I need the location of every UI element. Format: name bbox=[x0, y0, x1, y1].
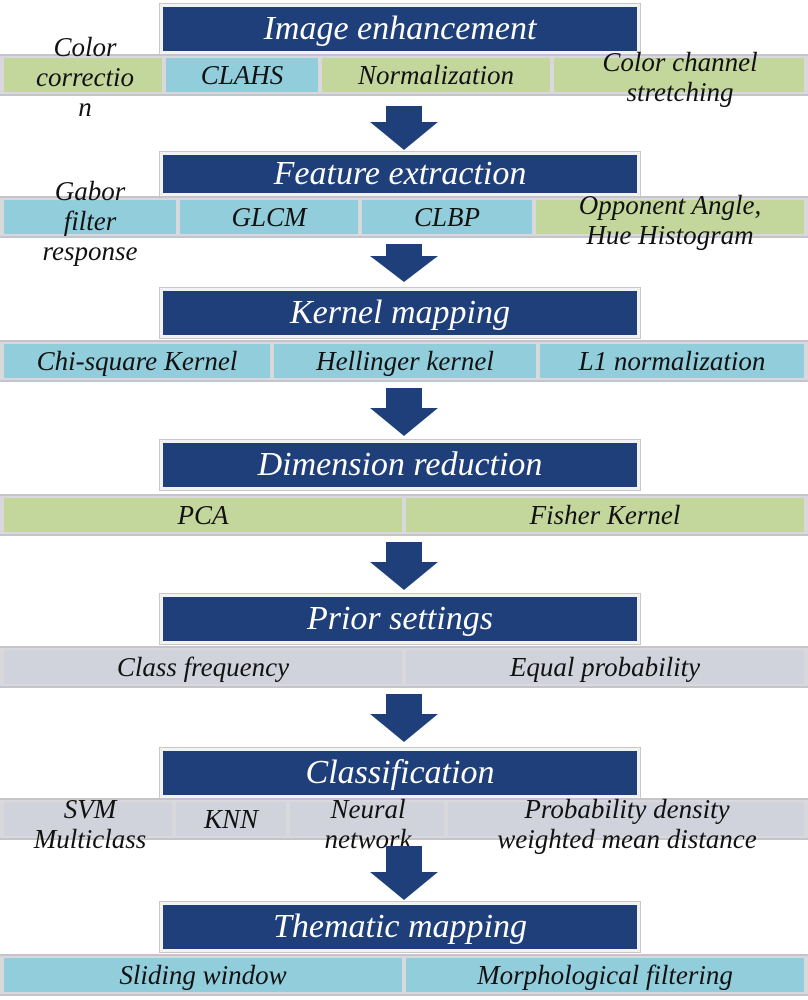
arrow-down-icon bbox=[370, 388, 438, 436]
stage-row-thematic-mapping: Sliding window Morphological filtering bbox=[0, 954, 808, 996]
stage-header-kernel-mapping: Kernel mapping bbox=[160, 288, 640, 338]
item-probability-density: Probability density weighted mean distan… bbox=[497, 794, 757, 854]
arrow-down-icon bbox=[370, 542, 438, 590]
stage-header-thematic-mapping: Thematic mapping bbox=[160, 902, 640, 952]
arrow-down-icon bbox=[370, 846, 438, 900]
stage-row-prior-settings: Class frequency Equal probability bbox=[0, 646, 808, 688]
stage-row-dimension-reduction: PCA Fisher Kernel bbox=[0, 494, 808, 536]
item-color-correction-label: Color correctio n bbox=[36, 32, 134, 122]
item-equal-probability: Equal probability bbox=[406, 650, 804, 684]
stage-header-feature-extraction: Feature extraction bbox=[160, 152, 640, 196]
arrow-down-icon bbox=[370, 694, 438, 742]
item-opponent-angle-hue-histogram: Opponent Angle, Hue Histogram bbox=[578, 190, 762, 250]
item-svm-multiclass: SVM Multiclass bbox=[33, 794, 147, 854]
item-hellinger-kernel: Hellinger kernel bbox=[274, 344, 536, 378]
item-neural-network: Neural network bbox=[324, 794, 412, 854]
item-fisher-kernel: Fisher Kernel bbox=[406, 498, 804, 532]
item-normalization: Normalization bbox=[322, 58, 550, 92]
item-class-frequency: Class frequency bbox=[4, 650, 402, 684]
stage-header-classification: Classification bbox=[160, 748, 640, 798]
item-color-channel-stretching: Color channel stretching bbox=[602, 47, 758, 107]
stage-row-feature-extraction: GLCM CLBP bbox=[0, 196, 808, 238]
arrow-down-icon bbox=[370, 244, 438, 282]
stage-header-image-enhancement: Image enhancement bbox=[160, 4, 640, 54]
item-l1-normalization: L1 normalization bbox=[540, 344, 804, 378]
item-clbp: CLBP bbox=[362, 200, 532, 234]
arrow-down-icon bbox=[370, 106, 438, 150]
item-neural-cell bbox=[290, 802, 444, 836]
item-chi-square-kernel: Chi-square Kernel bbox=[4, 344, 270, 378]
item-gabor-cell bbox=[4, 200, 176, 234]
item-clahs: CLAHS bbox=[166, 58, 318, 92]
stage-row-kernel-mapping: Chi-square Kernel Hellinger kernel L1 no… bbox=[0, 340, 808, 382]
item-glcm: GLCM bbox=[180, 200, 358, 234]
stage-header-dimension-reduction: Dimension reduction bbox=[160, 440, 640, 490]
item-sliding-window: Sliding window bbox=[4, 958, 402, 992]
item-prob-cell bbox=[448, 802, 804, 836]
stage-header-prior-settings: Prior settings bbox=[160, 594, 640, 644]
item-morphological-filtering: Morphological filtering bbox=[406, 958, 804, 992]
item-knn: KNN bbox=[176, 802, 286, 836]
item-pca: PCA bbox=[4, 498, 402, 532]
stage-row-image-enhancement: CLAHS Normalization bbox=[0, 54, 808, 96]
stage-row-classification: KNN bbox=[0, 798, 808, 840]
item-opponent-cell bbox=[536, 200, 804, 234]
item-svm-cell bbox=[4, 802, 172, 836]
item-color-channel-cell bbox=[554, 58, 804, 92]
item-gabor-filter-response: Gabor filter response bbox=[42, 176, 138, 266]
item-color-correction-cell bbox=[4, 58, 162, 92]
